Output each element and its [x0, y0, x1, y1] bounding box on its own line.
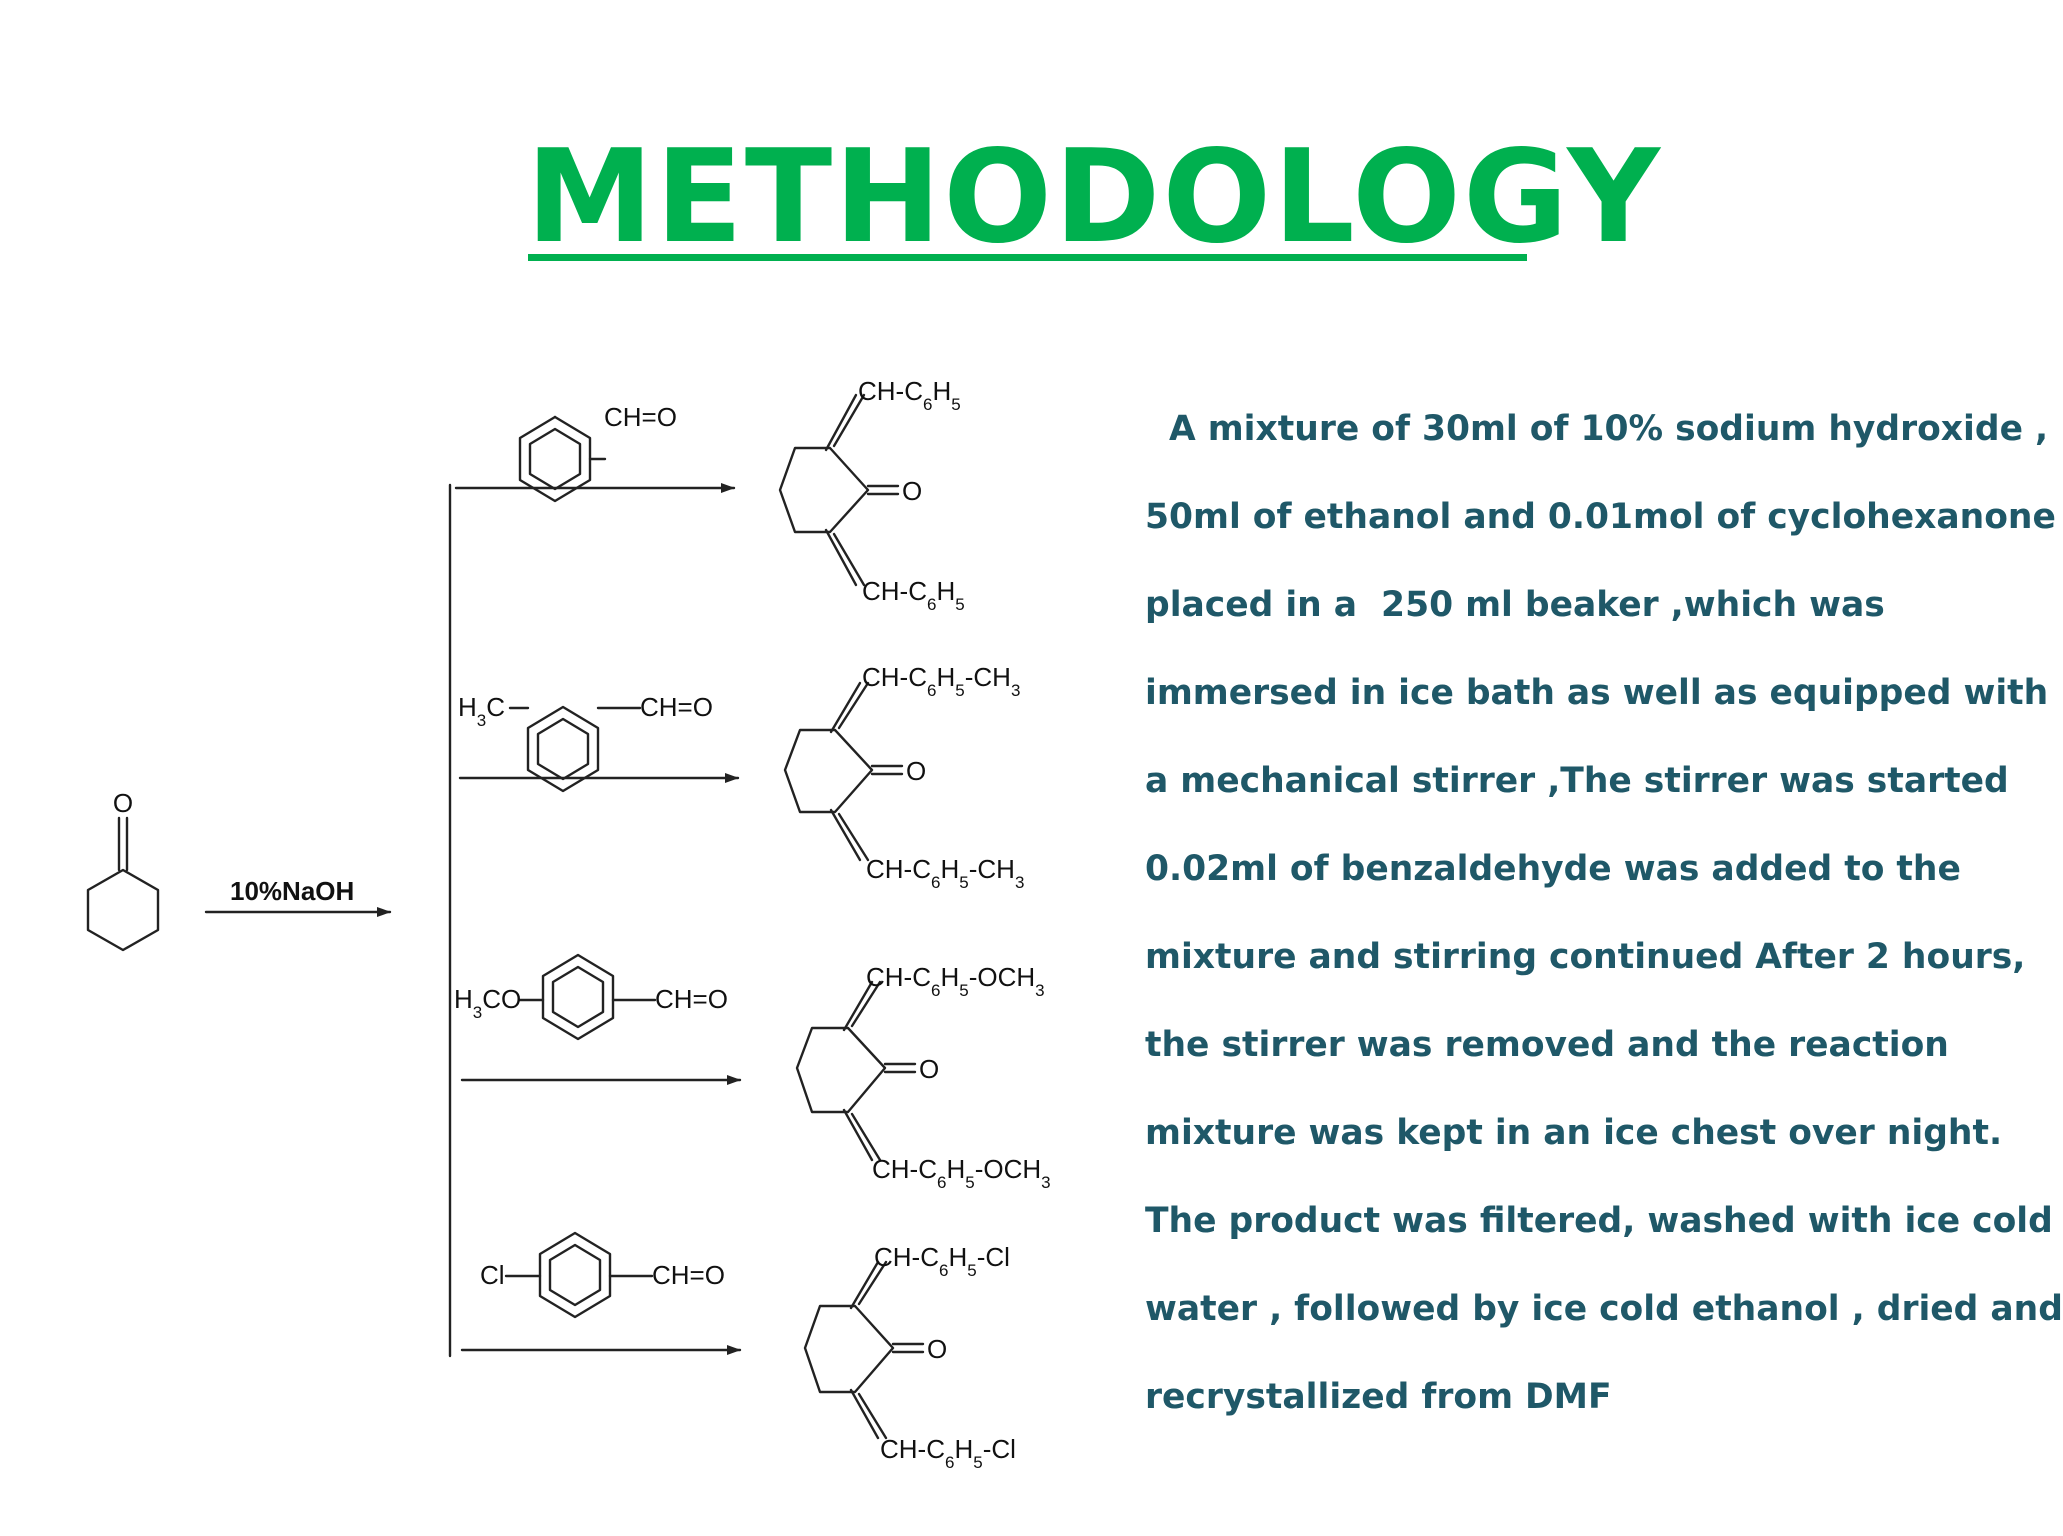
product-2: O CH-C6H5-CH3 CH-C6H5-CH3 [783, 662, 1024, 892]
paragraph-line: the stirrer was removed and the reaction [1145, 1025, 1949, 1065]
reactant-2-substituent-label: H3C [458, 692, 505, 730]
starting-oxygen-label: O [113, 788, 133, 818]
paragraph-line: placed in a 250 ml beaker ,which was [1145, 585, 1885, 625]
paragraph-line: mixture and stirring continued After 2 h… [1145, 937, 2026, 977]
product-3: O CH-C6H5-OCH3 CH-C6H5-OCH3 [795, 962, 1051, 1192]
product-4-carbonyl-label: O [927, 1334, 947, 1364]
product-2-carbonyl-label: O [906, 756, 926, 786]
paragraph-line: recrystallized from DMF [1145, 1377, 1612, 1417]
paragraph-line: 0.02ml of benzaldehyde was added to the [1145, 849, 1961, 889]
reactant-1-aldehyde-label: CH=O [604, 402, 677, 432]
paragraph-line: A mixture of 30ml of 10% sodium hydroxid… [1145, 409, 2049, 449]
reactant-4-aldehyde-label: CH=O [652, 1260, 725, 1290]
product-1: O CH-C6H5 CH-C6H5 [778, 376, 965, 614]
paragraph-line: immersed in ice bath as well as equipped… [1145, 673, 2049, 713]
paragraph-line: water , followed by ice cold ethanol , d… [1145, 1289, 2063, 1329]
page-title: METHODOLOGY [526, 123, 1662, 272]
cyclohexanone-structure: O [86, 788, 160, 952]
product-2-bottom-label: CH-C6H5-CH3 [866, 854, 1024, 892]
reactant-tolualdehyde: H3C CH=O [458, 692, 713, 793]
paragraph-line: 50ml of ethanol and 0.01mol of cyclohexa… [1145, 497, 2056, 537]
paragraph-line: The product was filtered, washed with ic… [1145, 1201, 2053, 1241]
product-1-carbonyl-label: O [902, 476, 922, 506]
title-underline [528, 254, 1527, 261]
reactant-3-substituent-label: H3CO [454, 984, 521, 1022]
product-3-bottom-label: CH-C6H5-OCH3 [872, 1154, 1051, 1192]
reactant-3-aldehyde-label: CH=O [655, 984, 728, 1014]
reactant-anisaldehyde: H3CO CH=O [454, 953, 728, 1041]
product-4: O CH-C6H5-Cl CH-C6H5-Cl [803, 1242, 1016, 1472]
paragraph-line: mixture was kept in an ice chest over ni… [1145, 1113, 2003, 1153]
product-3-top-label: CH-C6H5-OCH3 [866, 962, 1045, 1000]
reactant-chlorobenzaldehyde: Cl CH=O [480, 1231, 725, 1319]
product-2-top-label: CH-C6H5-CH3 [862, 662, 1020, 700]
product-4-bottom-label: CH-C6H5-Cl [880, 1434, 1016, 1472]
product-3-carbonyl-label: O [919, 1054, 939, 1084]
reaction-scheme: O 10%NaOH CH=O H3C CH=O H3CO CH=O [86, 376, 1051, 1472]
product-1-bottom-label: CH-C6H5 [862, 576, 965, 614]
reactant-4-substituent-label: Cl [480, 1260, 505, 1290]
product-4-top-label: CH-C6H5-Cl [874, 1242, 1010, 1280]
reagent-label: 10%NaOH [230, 876, 354, 906]
paragraph-line: a mechanical stirrer ,The stirrer was st… [1145, 761, 2009, 801]
product-1-top-label: CH-C6H5 [858, 376, 961, 414]
reactant-2-aldehyde-label: CH=O [640, 692, 713, 722]
methodology-paragraph: A mixture of 30ml of 10% sodium hydroxid… [1145, 385, 2063, 1441]
reactant-benzaldehyde: CH=O [518, 402, 677, 503]
